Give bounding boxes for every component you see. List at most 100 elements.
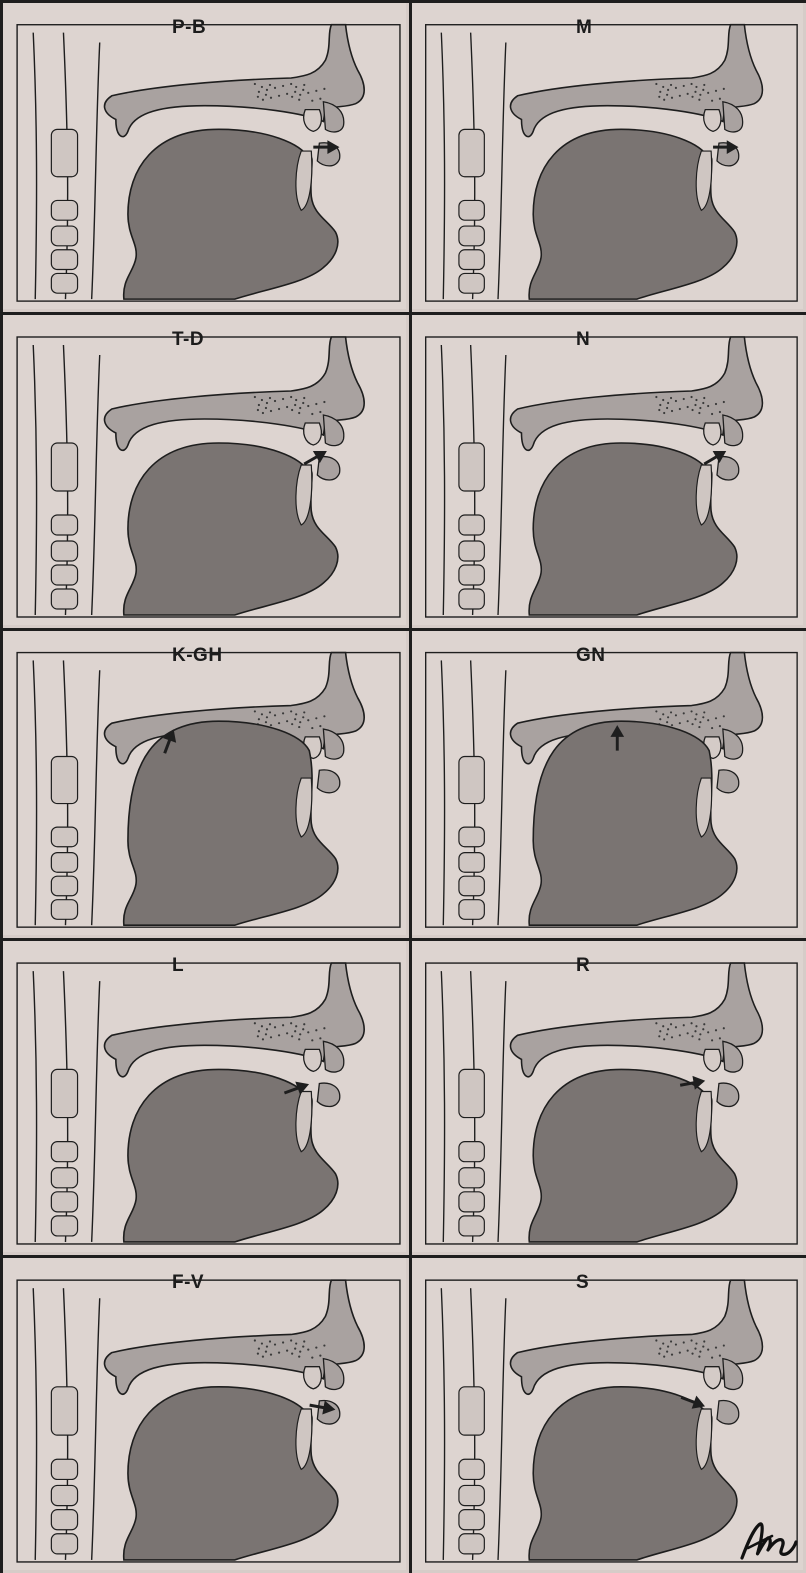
vertebra bbox=[51, 900, 77, 920]
vertebra bbox=[459, 443, 484, 491]
vertebra bbox=[459, 1168, 484, 1188]
panel-p-b: P-B bbox=[3, 3, 406, 309]
palate-dot bbox=[274, 400, 276, 402]
palate-dot bbox=[315, 1346, 317, 1348]
palate-dot bbox=[303, 84, 305, 86]
palate-dot bbox=[691, 1035, 693, 1037]
palate-dot bbox=[723, 1344, 725, 1346]
palate-dot bbox=[269, 397, 271, 399]
vertebra bbox=[51, 200, 77, 220]
palate-dot bbox=[702, 716, 704, 718]
palate-dot bbox=[265, 407, 267, 409]
palate-dot bbox=[323, 401, 325, 403]
vertebra bbox=[51, 876, 77, 896]
palate-dot bbox=[715, 717, 717, 719]
vertebra bbox=[459, 129, 484, 176]
palate-dot bbox=[282, 398, 284, 400]
vertebra bbox=[459, 827, 484, 847]
palate-dot bbox=[266, 402, 268, 404]
palate-dot bbox=[707, 92, 709, 94]
palate-dot bbox=[278, 722, 280, 724]
palate-dot bbox=[690, 1022, 692, 1024]
palate-dot bbox=[323, 1027, 325, 1029]
palate-dot bbox=[258, 1030, 260, 1032]
pharynx-wall bbox=[92, 670, 100, 925]
panel-label: R bbox=[576, 955, 590, 977]
palate-dot bbox=[698, 726, 700, 728]
palate-dot bbox=[695, 86, 697, 88]
palate-dot bbox=[294, 404, 296, 406]
palate-dot bbox=[269, 1023, 271, 1025]
palate-dot bbox=[291, 96, 293, 98]
lower-lip bbox=[317, 770, 339, 793]
vocal-tract-diagram bbox=[3, 941, 406, 1252]
palate-dot bbox=[690, 396, 692, 398]
spine-line bbox=[441, 660, 444, 925]
palate-dot bbox=[670, 397, 672, 399]
palate-dot bbox=[675, 1026, 677, 1028]
palate-dot bbox=[690, 1339, 692, 1341]
vertebra bbox=[459, 226, 484, 246]
palate-dot bbox=[723, 1027, 725, 1029]
vocal-tract-diagram bbox=[3, 3, 406, 309]
palate-dot bbox=[694, 91, 696, 93]
palate-dot bbox=[266, 716, 268, 718]
panel-label: L bbox=[172, 955, 184, 977]
palate-dot bbox=[303, 711, 305, 713]
palate-dot bbox=[658, 1353, 660, 1355]
spine-line bbox=[441, 1288, 444, 1560]
palate-dot bbox=[719, 411, 721, 413]
palate-dot bbox=[266, 1345, 268, 1347]
panel-label: GN bbox=[576, 645, 606, 667]
spine-line bbox=[33, 971, 36, 1242]
vertebra bbox=[459, 589, 484, 609]
panel-n: N bbox=[412, 315, 803, 625]
vertebra bbox=[459, 900, 484, 920]
palate-dot bbox=[257, 409, 259, 411]
palate-dot bbox=[670, 84, 672, 86]
vertebra bbox=[51, 1216, 77, 1236]
palate-dot bbox=[254, 1022, 256, 1024]
vertebra bbox=[459, 1142, 484, 1162]
palate-dot bbox=[269, 84, 271, 86]
palate-dot bbox=[671, 1354, 673, 1356]
outer-border-top bbox=[0, 0, 806, 3]
palate-dot bbox=[707, 1031, 709, 1033]
vertebra bbox=[51, 1069, 77, 1117]
vocal-tract-diagram bbox=[412, 631, 803, 935]
palate-dot bbox=[683, 85, 685, 87]
row-divider-1 bbox=[0, 312, 806, 315]
palate-dot bbox=[663, 412, 665, 414]
panel-gn: GN bbox=[412, 631, 803, 935]
palate-dot bbox=[659, 1347, 661, 1349]
palate-dot bbox=[323, 715, 325, 717]
palate-dot bbox=[666, 1033, 668, 1035]
vertebra bbox=[459, 250, 484, 270]
palate-dot bbox=[311, 1039, 313, 1041]
palate-dot bbox=[299, 94, 301, 96]
palate-dot bbox=[307, 92, 309, 94]
pharynx-wall bbox=[498, 981, 506, 1242]
palate-dot bbox=[698, 1038, 700, 1040]
palate-dot bbox=[675, 400, 677, 402]
palate-dot bbox=[691, 409, 693, 411]
panel-l: L bbox=[3, 941, 406, 1252]
palate-dot bbox=[666, 94, 668, 96]
palate-dot bbox=[298, 1038, 300, 1040]
vocal-tract-diagram bbox=[412, 315, 803, 625]
palate-dot bbox=[258, 404, 260, 406]
vertebra bbox=[51, 589, 77, 609]
panel-label: P-B bbox=[172, 17, 206, 39]
palate-dot bbox=[662, 1025, 664, 1027]
palate-dot bbox=[691, 96, 693, 98]
vertebra bbox=[459, 1216, 484, 1236]
upper-tooth bbox=[704, 110, 721, 132]
vertebra bbox=[51, 1387, 77, 1435]
palate-dot bbox=[723, 715, 725, 717]
pharynx-wall bbox=[498, 1298, 506, 1560]
vertebra bbox=[459, 1459, 484, 1479]
palate-dot bbox=[311, 413, 313, 415]
palate-dot bbox=[261, 1342, 263, 1344]
palate-dot bbox=[715, 1029, 717, 1031]
palate-dot bbox=[282, 1341, 284, 1343]
